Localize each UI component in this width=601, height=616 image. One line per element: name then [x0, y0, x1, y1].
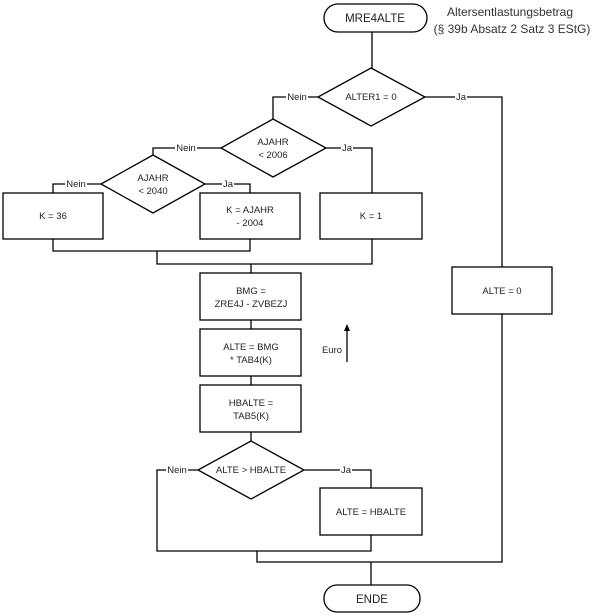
process-k-36-label: K = 36 [39, 211, 67, 222]
process-alte-hbalte: ALTE = HBALTE [319, 487, 423, 536]
process-bmg-line1: BMG = [236, 286, 266, 297]
process-alte-bmg: ALTE = BMG * TAB4(K) [199, 328, 302, 377]
edge-label-alte-gt-nein: Nein [167, 465, 187, 476]
edge-label-ajahr2040-ja: Ja [223, 179, 234, 190]
process-alte-bmg-line1: ALTE = BMG [223, 342, 279, 353]
title-line-2: (§ 39b Absatz 2 Satz 3 EStG) [434, 22, 591, 36]
process-k-36: K = 36 [2, 192, 104, 240]
edge-labels: Nein Ja Nein Ja Nein Ja Nein Ja [65, 91, 467, 476]
process-k-ajahr-line2: - 2004 [237, 218, 264, 229]
decision-ajahr-2040-line1: AJAHR [137, 173, 168, 184]
edge-label-alter1-nein: Nein [287, 92, 307, 103]
decision-alte-gt-hbalte-label: ALTE > HBALTE [216, 465, 286, 476]
connector-ajahr2006-nein [152, 147, 221, 155]
edge-label-alter1-ja: Ja [456, 92, 467, 103]
arrow-up-icon [344, 324, 350, 362]
connector-alter1-ja [425, 96, 503, 267]
process-alte-0: ALTE = 0 [451, 266, 553, 315]
process-alte-hbalte-label: ALTE = HBALTE [336, 507, 406, 518]
terminal-start: MRE4ALTE [323, 3, 428, 33]
connector-merge-2 [156, 239, 373, 265]
process-bmg: BMG = ZRE4J - ZVBEZJ [199, 272, 302, 321]
decision-alte-gt-hbalte: ALTE > HBALTE [196, 440, 306, 500]
terminal-end: ENDE [323, 584, 421, 613]
decision-ajahr-2040: AJAHR < 2040 [99, 154, 207, 214]
edge-label-alte-gt-ja: Ja [341, 465, 352, 476]
process-alte-bmg-line2: * TAB4(K) [230, 355, 272, 366]
connector-merge-1 [52, 239, 251, 252]
process-hbalte-line1: HBALTE = [229, 398, 274, 409]
process-k-1: K = 1 [319, 192, 423, 240]
decision-ajahr-2006: AJAHR < 2006 [219, 118, 328, 178]
decision-alter1: ALTER1 = 0 [316, 67, 427, 127]
edge-label-ajahr2006-nein: Nein [176, 143, 196, 154]
process-hbalte-line2: TAB5(K) [233, 411, 269, 422]
process-k-ajahr: K = AJAHR - 2004 [199, 192, 301, 240]
euro-label: Euro [322, 345, 342, 356]
edge-label-ajahr2006-ja: Ja [342, 143, 353, 154]
decision-ajahr-2040-line2: < 2040 [138, 186, 167, 197]
connector-alte-gt-ja [304, 469, 372, 488]
decision-ajahr-2006-line2: < 2006 [258, 150, 287, 161]
title-line-1: Altersentlastungsbetrag [447, 5, 573, 19]
process-alte-0-label: ALTE = 0 [482, 286, 521, 297]
process-k-ajahr-line1: K = AJAHR [226, 205, 274, 216]
connector-merge-final [256, 314, 503, 563]
connector-ajahr2040-ja [205, 183, 251, 193]
terminal-end-label: ENDE [356, 594, 388, 606]
terminal-start-label: MRE4ALTE [345, 13, 405, 25]
process-k-1-label: K = 1 [360, 211, 382, 222]
edge-label-ajahr2040-nein: Nein [66, 179, 86, 190]
decision-ajahr-2006-line1: AJAHR [257, 137, 288, 148]
process-hbalte: HBALTE = TAB5(K) [199, 384, 302, 433]
process-bmg-line2: ZRE4J - ZVBEZJ [215, 299, 288, 310]
decision-alter1-label: ALTER1 = 0 [345, 92, 396, 103]
connector-ajahr2006-ja [326, 147, 373, 193]
